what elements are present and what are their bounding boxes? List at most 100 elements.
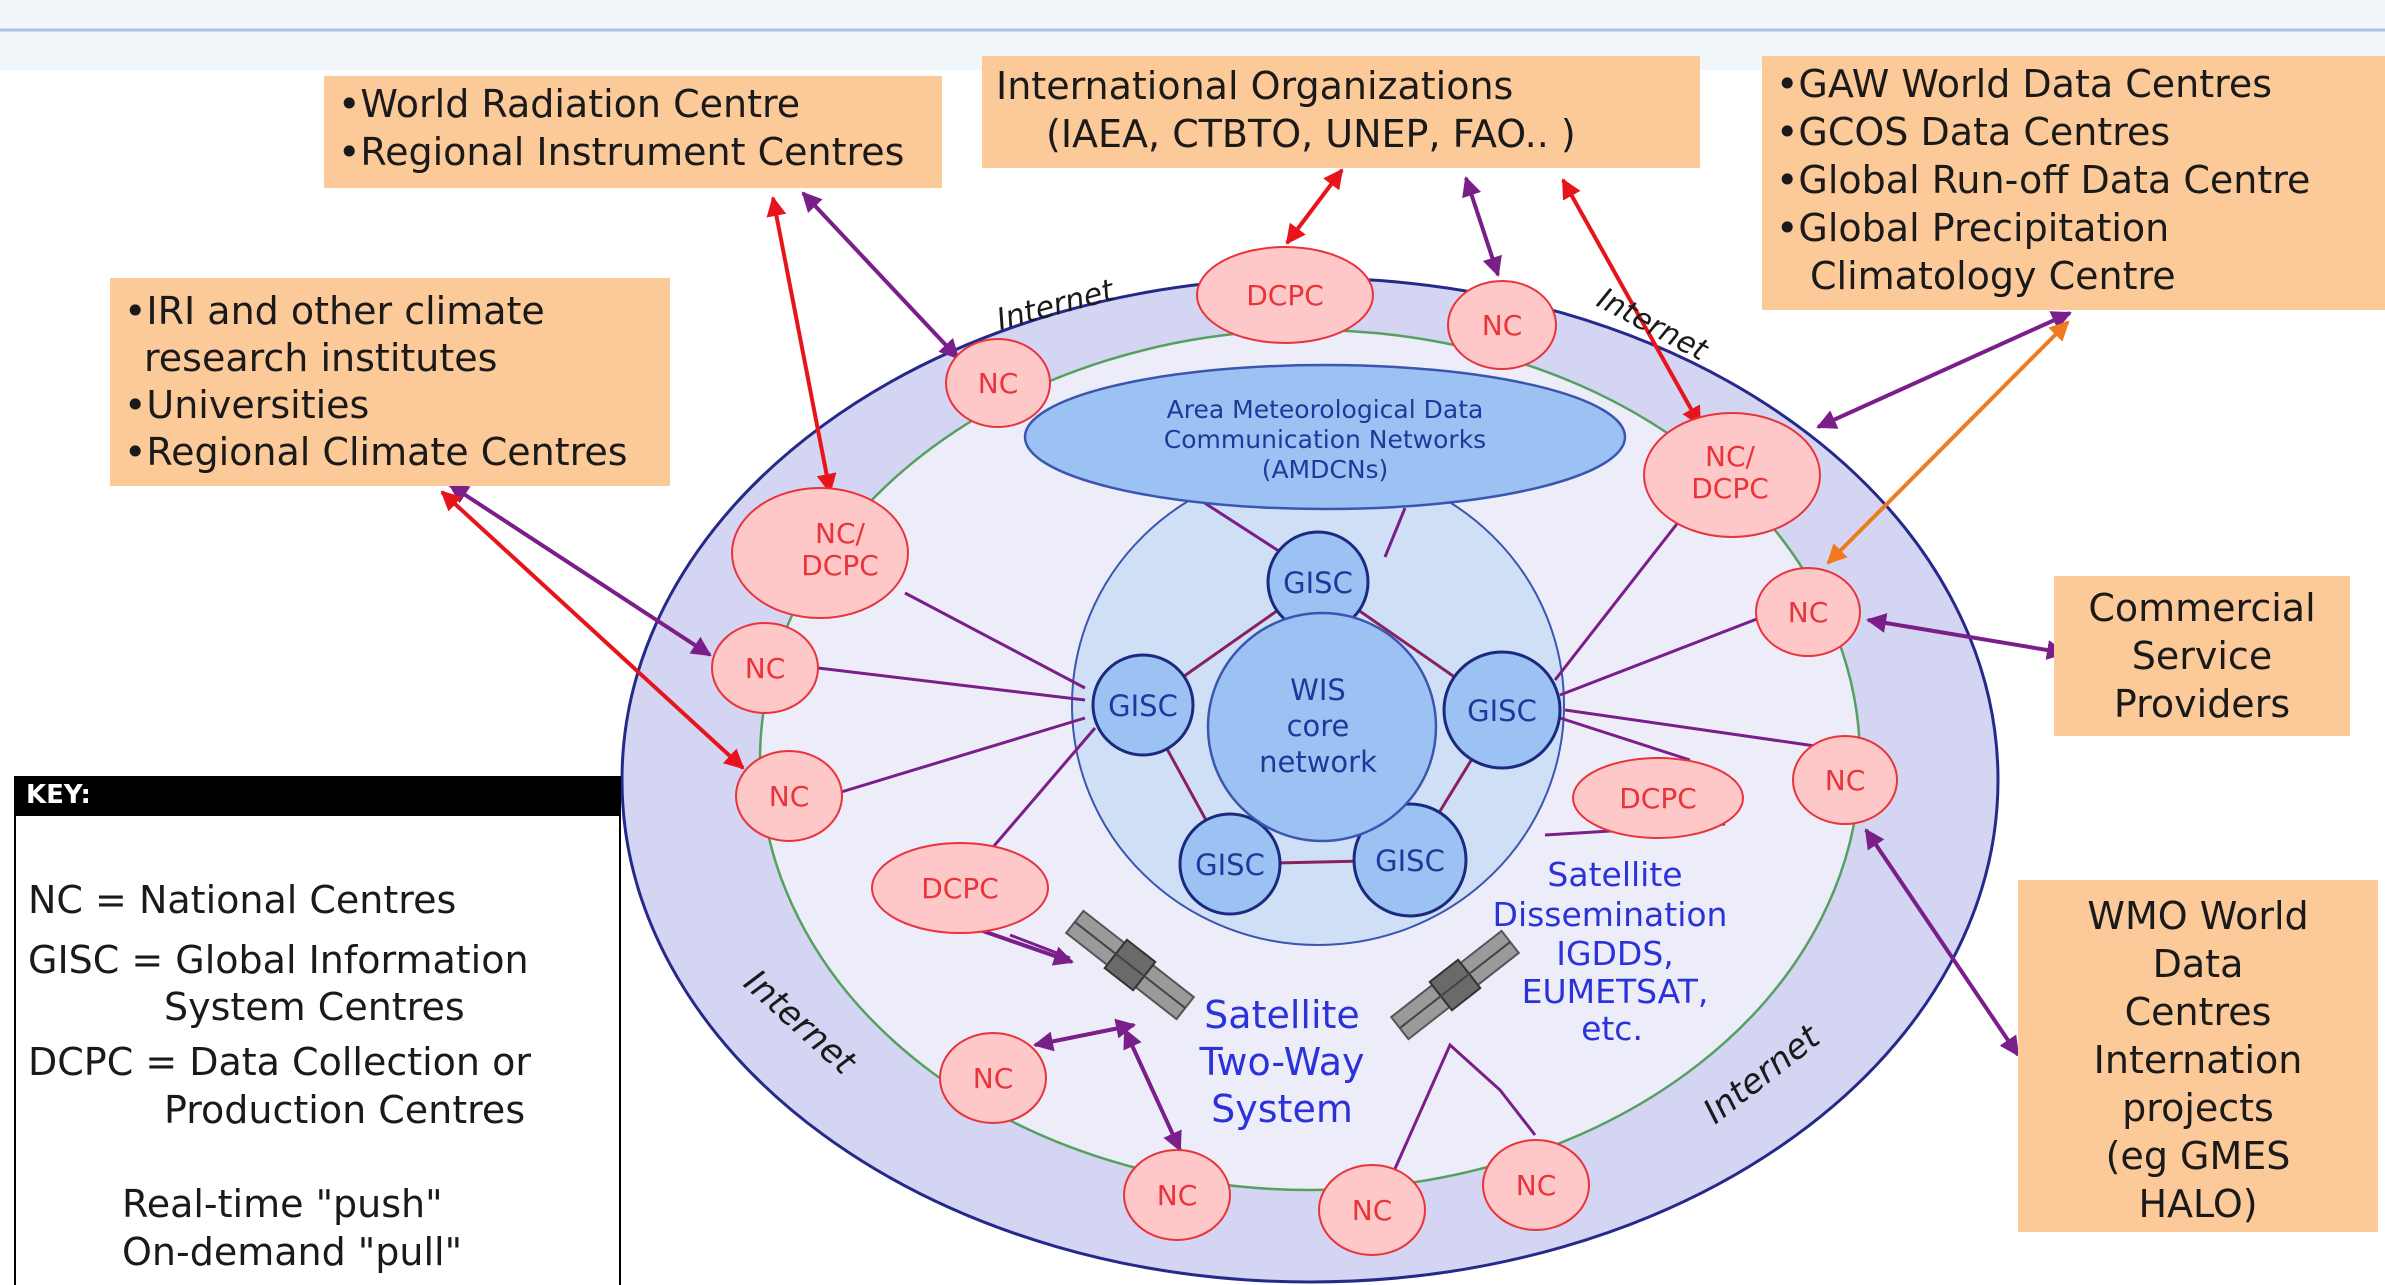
key-title: KEY: <box>16 778 619 816</box>
pull-arrow-iri <box>440 490 745 770</box>
box-wrc: •World Radiation Centre •Regional Instru… <box>324 76 942 188</box>
key-push-label: Real-time "push" <box>122 1182 443 1226</box>
pull-arrow-wrc <box>766 196 837 494</box>
nc-label: NC <box>769 780 810 813</box>
dcpc-node <box>1572 757 1744 839</box>
satellite-icon <box>1389 929 1521 1041</box>
gisc-node <box>1178 812 1282 916</box>
push-arrow-iri-nc <box>448 483 712 657</box>
box-line: •IRI and other climate <box>124 289 545 333</box>
push-arrow-sat-nc <box>1033 1018 1136 1052</box>
dcpc-node <box>1196 246 1374 344</box>
push-arrow-gaw-ncdcpc <box>1816 311 2072 429</box>
box-line: (eg GMES <box>2105 1134 2291 1178</box>
wis-core-node <box>1206 611 1438 843</box>
box-gaw: •GAW World Data Centres •GCOS Data Centr… <box>1762 56 2385 310</box>
core-label: core <box>1287 709 1350 743</box>
push-arrow-wmo <box>1864 828 2020 1057</box>
orange-arrow-gaw <box>1826 320 2070 565</box>
box-line: •Global Run-off Data Centre <box>1776 158 2311 202</box>
box-line: •GCOS Data Centres <box>1776 110 2171 154</box>
dcpc-label: DCPC <box>921 872 999 905</box>
dcpc-node <box>871 842 1049 934</box>
push-arrow-dcpc-sat <box>979 928 1074 966</box>
box-line: Data <box>2152 942 2244 986</box>
key-dcpc: DCPC = Data Collection or <box>28 1040 531 1084</box>
box-line: Service <box>2131 634 2273 678</box>
sat-dissemination-label: etc. <box>1581 1009 1643 1048</box>
box-iri: •IRI and other climate research institut… <box>110 278 670 486</box>
nc-label: NC <box>978 367 1019 400</box>
ncdcpc-node <box>731 487 909 619</box>
box-line: WMO World <box>2087 894 2309 938</box>
gisc-node <box>1442 650 1562 770</box>
box-line: research institutes <box>144 336 498 380</box>
nc-node <box>1482 1139 1590 1231</box>
box-line: •GAW World Data Centres <box>1776 62 2273 106</box>
sat-dissemination-label: EUMETSAT, <box>1522 972 1709 1011</box>
sat-twoway-label: System <box>1211 1087 1353 1131</box>
push-arrow-wrc-nc <box>801 191 960 360</box>
box-line: HALO) <box>2138 1182 2258 1226</box>
nc-label: NC <box>1516 1169 1557 1202</box>
nc-label: NC <box>1482 309 1523 342</box>
box-line: Internation <box>2093 1038 2303 1082</box>
push-arrow-sat-nc2 <box>1123 1028 1182 1152</box>
box-international: International Organizations (IAEA, CTBTO… <box>982 56 1700 168</box>
sat-dissemination-label: Dissemination <box>1493 895 1728 934</box>
ncdcpc-label: NC/ <box>1705 440 1755 473</box>
ncdcpc-label: DCPC <box>801 549 879 582</box>
amdcn-label: Area Meteorological Data <box>1167 395 1484 424</box>
key-pull-label: On-demand "pull" <box>122 1230 463 1274</box>
gisc-node <box>1091 653 1195 757</box>
amdcn-node <box>1023 363 1627 511</box>
sat-dissemination-label: IGDDS, <box>1556 934 1674 973</box>
amdcn-label: (AMDCNs) <box>1262 455 1389 484</box>
ncdcpc-node <box>1643 412 1821 538</box>
box-line: Centres <box>2124 990 2272 1034</box>
box-line: •Global Precipitation <box>1776 206 2170 250</box>
dcpc-label: DCPC <box>1619 782 1697 815</box>
nc-node <box>735 750 843 842</box>
core-label: network <box>1259 745 1377 779</box>
push-arrow-intl-nc <box>1462 176 1502 277</box>
legend-key: KEY: NC = National Centres GISC = Global… <box>14 776 621 1285</box>
nc-node <box>945 338 1051 428</box>
nc-node <box>1755 567 1861 657</box>
nc-node <box>1318 1164 1426 1256</box>
nc-label: NC <box>1352 1194 1393 1227</box>
nc-label: NC <box>745 652 786 685</box>
nc-label: NC <box>973 1062 1014 1095</box>
nc-label: NC <box>1788 596 1829 629</box>
gisc-node <box>1352 802 1468 918</box>
box-line: Climatology Centre <box>1810 254 2176 298</box>
gisc-label: GISC <box>1283 566 1353 600</box>
core-label: WIS <box>1290 673 1346 707</box>
box-line: projects <box>2122 1086 2274 1130</box>
nc-node <box>1792 735 1898 825</box>
box-wmo: WMO World Data Centres Internation proje… <box>2018 880 2378 1232</box>
box-line: •Regional Instrument Centres <box>338 130 905 174</box>
ncdcpc-label: DCPC <box>1691 472 1769 505</box>
gisc-label: GISC <box>1375 844 1445 878</box>
box-line: International Organizations <box>996 64 1514 108</box>
nc-label: NC <box>1825 764 1866 797</box>
nc-node <box>1123 1149 1231 1241</box>
key-gisc-cont: System Centres <box>164 985 465 1029</box>
box-line: Commercial <box>2088 586 2316 630</box>
nc-label: NC <box>1157 1179 1198 1212</box>
amdcn-label: Communication Networks <box>1164 425 1486 454</box>
pull-arrow-intl <box>1285 168 1344 245</box>
satellite-icon <box>1064 909 1196 1021</box>
nc-node <box>711 622 819 714</box>
box-commercial: Commercial Service Providers <box>2054 576 2350 736</box>
gisc-label: GISC <box>1467 694 1537 728</box>
ncdcpc-label: NC/ <box>815 517 865 550</box>
sat-twoway-label: Satellite <box>1204 993 1360 1037</box>
nc-node <box>939 1032 1047 1124</box>
box-line: •Regional Climate Centres <box>124 430 628 474</box>
key-dcpc-cont: Production Centres <box>164 1088 526 1132</box>
gisc-label: GISC <box>1195 848 1265 882</box>
gisc-label: GISC <box>1108 689 1178 723</box>
